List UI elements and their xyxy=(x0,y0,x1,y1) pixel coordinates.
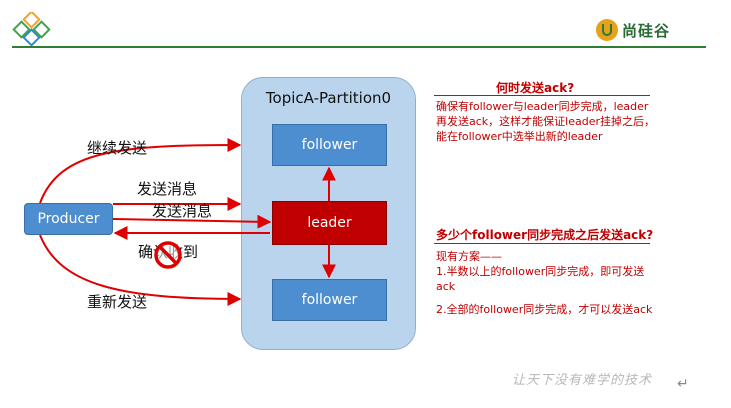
resend-arrow xyxy=(39,234,242,306)
producer-box: Producer xyxy=(24,203,113,235)
no-sign-icon xyxy=(154,241,182,269)
leader-box: leader xyxy=(272,201,387,245)
question2-option1: 1.半数以上的follower同步完成，即可发送ack xyxy=(436,265,645,293)
return-mark: ↵ xyxy=(677,376,689,392)
follower-bottom-box: follower xyxy=(272,279,387,321)
footer-slogan: 让天下没有难学的技术 xyxy=(512,373,653,388)
brand-name: 尚硅谷 xyxy=(622,21,671,40)
continue-send-label: 继续发送 xyxy=(87,139,148,157)
diamond-logo-icon xyxy=(12,12,51,46)
send-message-label-1: 发送消息 xyxy=(137,180,198,198)
question2-divider xyxy=(434,243,650,244)
question1-title: 何时发送ack? xyxy=(496,81,575,95)
question2-intro: 现有方案—— xyxy=(436,250,502,263)
partition-title: TopicA-Partition0 xyxy=(265,89,392,107)
continue-send-arrow xyxy=(39,138,242,204)
send-msg-arrow-2 xyxy=(112,214,272,229)
send-message-label-2: 发送消息 xyxy=(152,202,213,220)
follower-top-box: follower xyxy=(272,124,387,166)
header-divider xyxy=(12,46,706,48)
question1-divider xyxy=(434,95,650,96)
brand-logo: 尚硅谷 xyxy=(596,17,670,43)
brand-logo-icon xyxy=(596,19,618,41)
question2-option2: 2.全部的follower同步完成，才可以发送ack xyxy=(436,303,653,316)
question2-title: 多少个follower同步完成之后发送ack? xyxy=(436,228,654,242)
question1-body: 确保有follower与leader同步完成，leader再发送ack，这样才能… xyxy=(436,100,655,143)
resend-label: 重新发送 xyxy=(87,293,148,311)
